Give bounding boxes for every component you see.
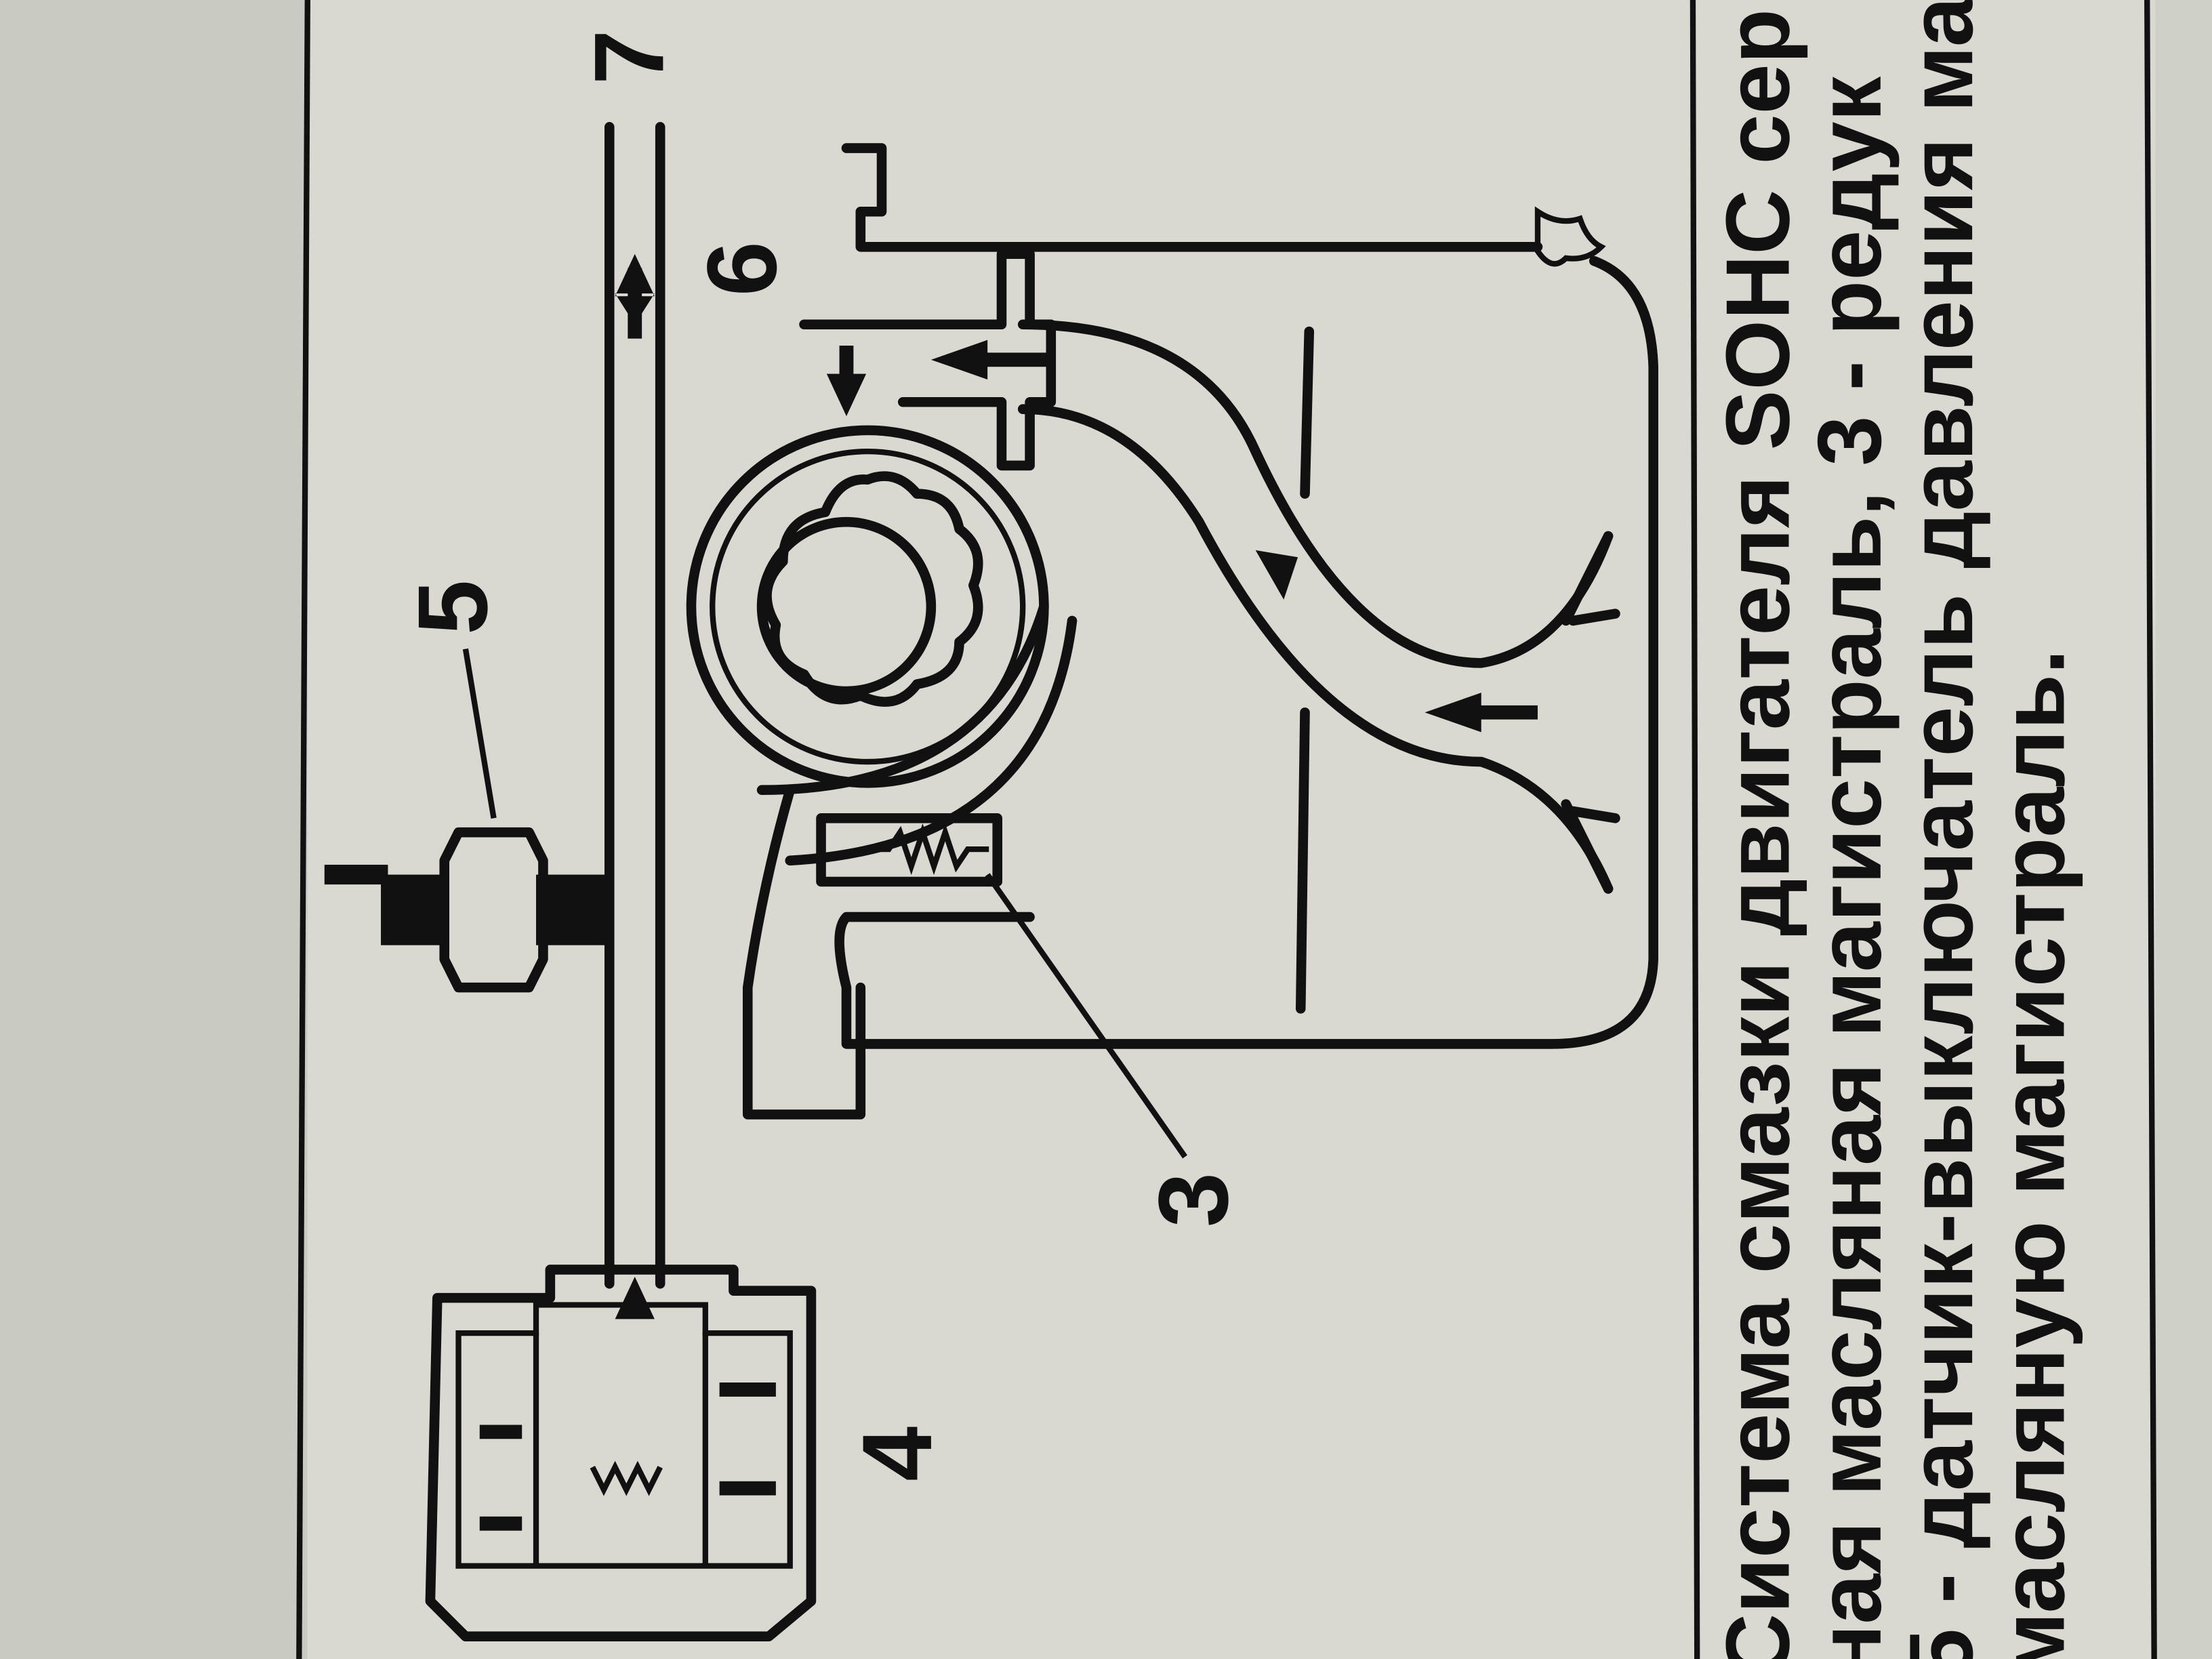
caption-divider: [1689, 0, 1700, 1659]
caption-line-1: Система смазки двигателя SOHC сер: [1708, 9, 1809, 1659]
flow-arrow-icon: [930, 340, 988, 380]
page-area: [307, 0, 2156, 1659]
right-margin: [2155, 0, 2212, 1659]
main-oil-gallery: [604, 122, 665, 1289]
sump-detail-icon: [1534, 206, 1606, 267]
caption-line-2: ная масляная магистраль, 3 - редук: [1799, 76, 1900, 1659]
oil-pickup-tube: [1017, 319, 1614, 894]
label-3: 3: [1138, 1172, 1248, 1227]
oil-pump: [686, 249, 1078, 1120]
label-5: 5: [397, 580, 508, 635]
left-margin: [0, 0, 308, 1659]
flow-arrow-icon: [826, 373, 867, 417]
flow-arrow-icon: [615, 1276, 655, 1319]
valve-spring-icon: [860, 823, 989, 876]
oil-filter: [425, 1265, 817, 1641]
label-4: 4: [842, 1427, 952, 1481]
label-6: 6: [687, 241, 797, 296]
pressure-reducing-valve: [816, 813, 1187, 1159]
oil-sump: [834, 143, 1658, 1049]
page-border-left: [296, 0, 310, 1659]
flow-arrow-icon: [1255, 550, 1298, 600]
bypass-spring-icon: [590, 1460, 663, 1496]
label-7: 7: [573, 30, 684, 85]
flow-arrow-icon: [1425, 693, 1481, 733]
page-border-right: [2144, 0, 2157, 1659]
oil-pressure-switch: [324, 648, 607, 993]
caption-line-4: масляную магистраль.: [1982, 649, 2083, 1659]
caption-line-3: 5 - датчик-выключатель давления ма: [1891, 0, 1992, 1659]
